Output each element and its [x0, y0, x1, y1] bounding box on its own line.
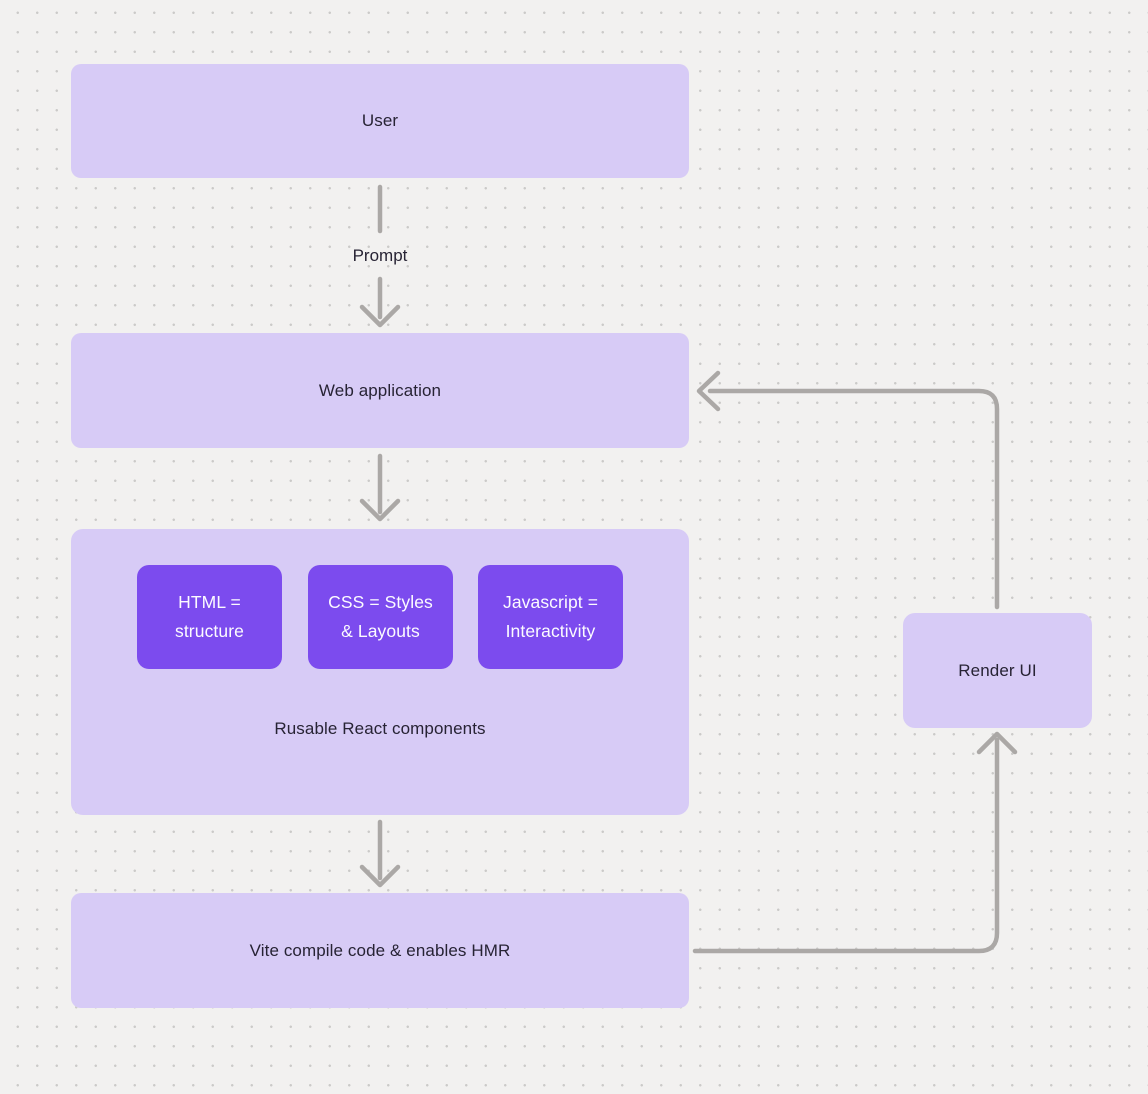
connector-render-to-web[interactable]	[696, 370, 1000, 610]
arrow-up-icon	[976, 731, 1018, 755]
chip-javascript[interactable]: Javascript = Interactivity	[478, 565, 623, 669]
chip-css[interactable]: CSS = Styles & Layouts	[308, 565, 453, 669]
connector-web-to-components[interactable]	[359, 453, 401, 522]
node-vite-label: Vite compile code & enables HMR	[249, 940, 511, 960]
chip-css-line2: & Layouts	[341, 621, 420, 641]
node-render-ui[interactable]: Render UI	[903, 613, 1092, 728]
node-web-application-label: Web application	[318, 380, 442, 400]
node-components-group[interactable]: HTML = structure CSS = Styles & Layouts …	[71, 529, 689, 815]
chip-css-line1: CSS = Styles	[328, 592, 433, 612]
chip-javascript-line1: Javascript =	[502, 592, 599, 612]
node-user-label: User	[361, 111, 399, 130]
node-components-group-label: Rusable React components	[274, 719, 486, 738]
node-web-application[interactable]: Web application	[71, 333, 689, 448]
node-vite[interactable]: Vite compile code & enables HMR	[71, 893, 689, 1008]
chip-javascript-line2: Interactivity	[505, 621, 596, 641]
connector-vite-to-render[interactable]	[692, 731, 1018, 954]
chip-html-line1: HTML =	[178, 592, 241, 612]
chip-html-line2: structure	[175, 621, 244, 641]
arrow-down-icon	[359, 864, 401, 888]
arrow-down-icon	[359, 498, 401, 522]
arrow-left-icon	[696, 370, 721, 412]
chip-html[interactable]: HTML = structure	[137, 565, 282, 669]
node-render-ui-label: Render UI	[958, 660, 1037, 680]
connector-components-to-vite[interactable]	[359, 819, 401, 888]
node-user[interactable]: User	[71, 64, 689, 178]
edge-label-prompt: Prompt	[352, 246, 408, 265]
arrow-down-icon	[359, 304, 401, 328]
connector-user-to-web[interactable]	[359, 184, 401, 328]
